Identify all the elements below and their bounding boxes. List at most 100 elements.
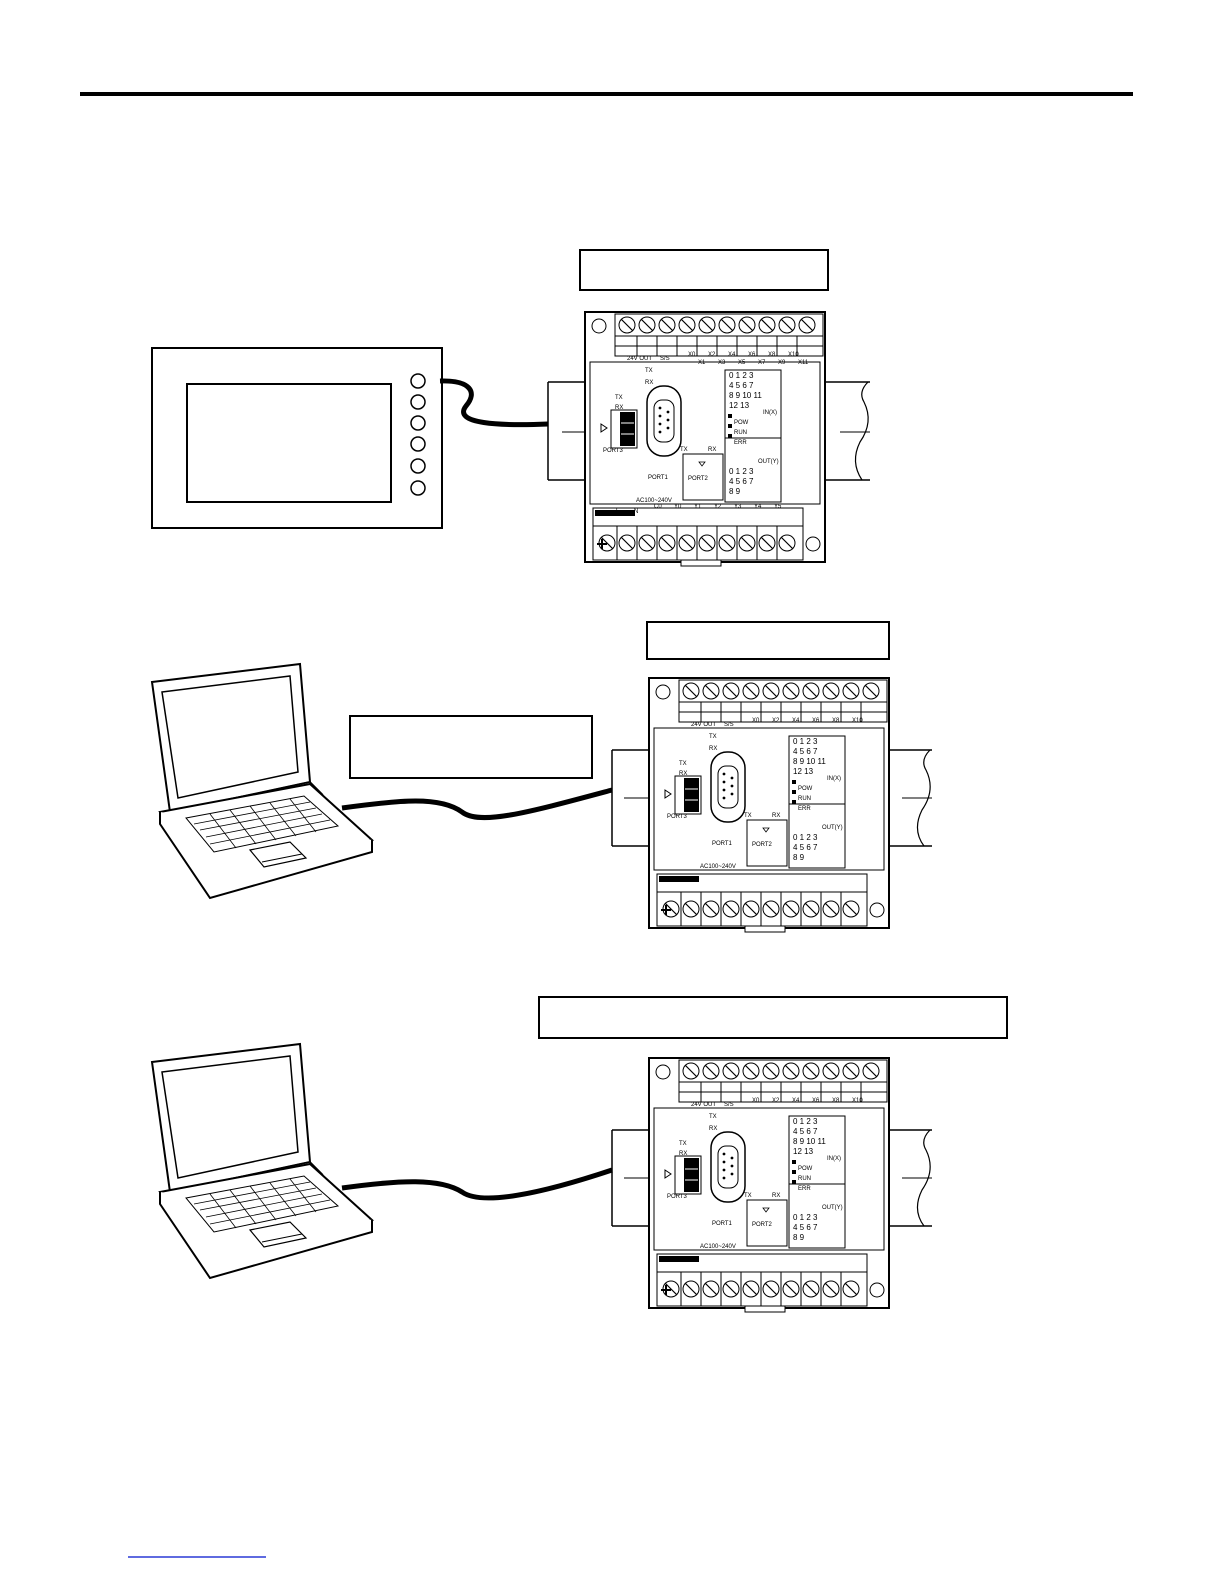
svg-text:12 13: 12 13 xyxy=(793,767,814,776)
plc-unit-2 xyxy=(648,677,890,933)
svg-text:POW: POW xyxy=(798,786,813,792)
svg-text:X6: X6 xyxy=(812,1098,820,1104)
svg-text:TX: TX xyxy=(679,761,687,767)
svg-text:X2: X2 xyxy=(708,352,716,358)
svg-text:12 13: 12 13 xyxy=(729,401,750,410)
svg-text:RX: RX xyxy=(708,447,716,453)
svg-text:X11: X11 xyxy=(798,360,809,366)
svg-text:TX: TX xyxy=(680,447,688,453)
caption-box-1 xyxy=(579,249,829,291)
svg-text:8 9: 8 9 xyxy=(793,853,805,862)
svg-text:X8: X8 xyxy=(832,718,840,724)
plc-3-labels: 24V OUT S/S X0 X2 X4 X6 X8 X10 TX RX TX RX PORT… xyxy=(667,1098,863,1250)
svg-text:12 13: 12 13 xyxy=(793,1147,814,1156)
svg-text:0 1 2 3: 0 1 2 3 xyxy=(793,833,818,842)
plc-unit-1 xyxy=(584,311,826,567)
svg-text:4 5 6 7: 4 5 6 7 xyxy=(793,1127,818,1136)
cable-caption-box xyxy=(349,715,593,779)
svg-text:AC100~240V: AC100~240V xyxy=(700,864,736,870)
svg-text:ERR: ERR xyxy=(734,440,747,446)
svg-text:X4: X4 xyxy=(792,718,800,724)
svg-text:C0: C0 xyxy=(654,504,662,510)
svg-text:8 9: 8 9 xyxy=(793,1233,805,1242)
hmi-key-3 xyxy=(410,415,426,431)
hmi-key-1 xyxy=(410,373,426,389)
svg-text:RX: RX xyxy=(679,1151,687,1157)
laptop-1 xyxy=(151,663,373,899)
svg-text:PORT2: PORT2 xyxy=(688,476,709,482)
svg-text:24V OUT: 24V OUT xyxy=(691,1102,716,1108)
svg-text:AC100~240V: AC100~240V xyxy=(700,1244,736,1250)
svg-text:X6: X6 xyxy=(812,718,820,724)
svg-text:X4: X4 xyxy=(792,1098,800,1104)
svg-text:RX: RX xyxy=(645,380,653,386)
svg-text:24V OUT: 24V OUT xyxy=(627,356,652,362)
svg-text:X5: X5 xyxy=(738,360,746,366)
svg-text:RUN: RUN xyxy=(798,796,811,802)
cable-hmi-plc xyxy=(439,378,549,428)
svg-text:RX: RX xyxy=(709,746,717,752)
svg-text:PORT3: PORT3 xyxy=(603,448,624,454)
svg-text:X2: X2 xyxy=(772,1098,780,1104)
svg-text:IN(X): IN(X) xyxy=(763,410,777,416)
cable-laptop-plc-1 xyxy=(341,787,613,821)
svg-text:8 9 10 11: 8 9 10 11 xyxy=(729,391,762,400)
laptop-2 xyxy=(151,1043,373,1279)
svg-text:POW: POW xyxy=(734,420,749,426)
svg-text:RUN: RUN xyxy=(734,430,747,436)
svg-text:Y4: Y4 xyxy=(754,504,762,510)
svg-text:X8: X8 xyxy=(768,352,776,358)
hmi-panel xyxy=(151,347,443,529)
svg-text:X10: X10 xyxy=(852,1098,863,1104)
svg-text:X8: X8 xyxy=(832,1098,840,1104)
svg-text:4 5 6 7: 4 5 6 7 xyxy=(793,1223,818,1232)
cable-laptop-plc-2 xyxy=(341,1167,613,1201)
svg-text:Y5: Y5 xyxy=(774,504,782,510)
hmi-key-2 xyxy=(410,394,426,410)
svg-text:TX: TX xyxy=(709,1114,717,1120)
caption-box-3 xyxy=(538,996,1008,1039)
svg-text:8 9: 8 9 xyxy=(729,487,741,496)
svg-text:X6: X6 xyxy=(748,352,756,358)
svg-text:Y1: Y1 xyxy=(694,504,702,510)
svg-text:RUN: RUN xyxy=(798,1176,811,1182)
svg-text:4 5 6 7: 4 5 6 7 xyxy=(729,477,754,486)
svg-text:AC100~240V: AC100~240V xyxy=(636,498,672,504)
svg-text:RX: RX xyxy=(772,1193,780,1199)
svg-text:X4: X4 xyxy=(728,352,736,358)
svg-text:S/S: S/S xyxy=(724,1102,734,1108)
svg-text:ERR: ERR xyxy=(798,1186,811,1192)
svg-text:0 1 2 3: 0 1 2 3 xyxy=(793,1213,818,1222)
caption-box-2 xyxy=(646,621,890,660)
svg-text:TX: TX xyxy=(615,395,623,401)
hmi-key-5 xyxy=(410,458,426,474)
svg-text:4 5 6 7: 4 5 6 7 xyxy=(729,381,754,390)
svg-text:PORT3: PORT3 xyxy=(667,814,688,820)
svg-text:X3: X3 xyxy=(718,360,726,366)
svg-text:TX: TX xyxy=(709,734,717,740)
svg-text:OUT(Y): OUT(Y) xyxy=(758,459,779,465)
svg-text:OUT(Y): OUT(Y) xyxy=(822,825,843,831)
svg-text:IN(X): IN(X) xyxy=(827,776,841,782)
svg-text:TX: TX xyxy=(679,1141,687,1147)
svg-text:0 1 2 3: 0 1 2 3 xyxy=(729,467,754,476)
svg-text:PORT2: PORT2 xyxy=(752,1222,773,1228)
svg-text:RX: RX xyxy=(772,813,780,819)
svg-text:X9: X9 xyxy=(778,360,786,366)
svg-text:RX: RX xyxy=(679,771,687,777)
svg-text:PORT2: PORT2 xyxy=(752,842,773,848)
svg-text:8 9 10 11: 8 9 10 11 xyxy=(793,757,826,766)
svg-text:PORT3: PORT3 xyxy=(667,1194,688,1200)
svg-text:TX: TX xyxy=(744,1193,752,1199)
svg-text:PORT1: PORT1 xyxy=(712,841,733,847)
svg-text:X0: X0 xyxy=(752,1098,760,1104)
svg-text:X7: X7 xyxy=(758,360,766,366)
svg-text:S/S: S/S xyxy=(660,356,670,362)
svg-text:POW: POW xyxy=(798,1166,813,1172)
svg-text:X0: X0 xyxy=(752,718,760,724)
